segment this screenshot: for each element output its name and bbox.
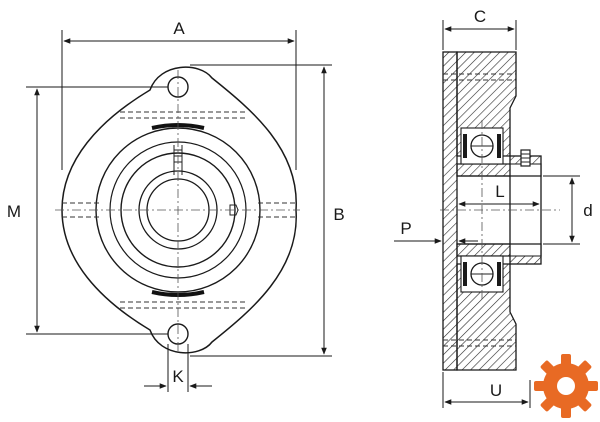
inner-ring	[138, 170, 218, 250]
dimension-d: d	[543, 175, 593, 245]
dimension-m: M	[7, 86, 168, 335]
label-u: U	[490, 381, 502, 400]
label-l: L	[495, 182, 504, 201]
lube-nipple-mark	[229, 204, 239, 216]
label-c: C	[474, 7, 486, 26]
label-p: P	[400, 219, 411, 238]
dimension-p: P	[394, 219, 478, 244]
side-section-view	[440, 51, 560, 371]
dimension-u: U	[442, 372, 531, 408]
front-view	[55, 66, 300, 354]
label-d: d	[583, 201, 592, 220]
label-k: K	[172, 367, 184, 386]
dimension-l: L	[458, 182, 540, 207]
orange-gear-icon	[534, 354, 598, 418]
label-m: M	[7, 202, 21, 221]
dimension-c: C	[442, 7, 517, 50]
dimension-b: B	[190, 64, 345, 357]
flange-plate	[442, 51, 458, 371]
label-a: A	[173, 19, 185, 38]
dimension-k: K	[144, 344, 212, 392]
dimension-a: A	[61, 19, 297, 170]
label-b: B	[333, 205, 344, 224]
insert-outer-ring	[120, 152, 236, 268]
